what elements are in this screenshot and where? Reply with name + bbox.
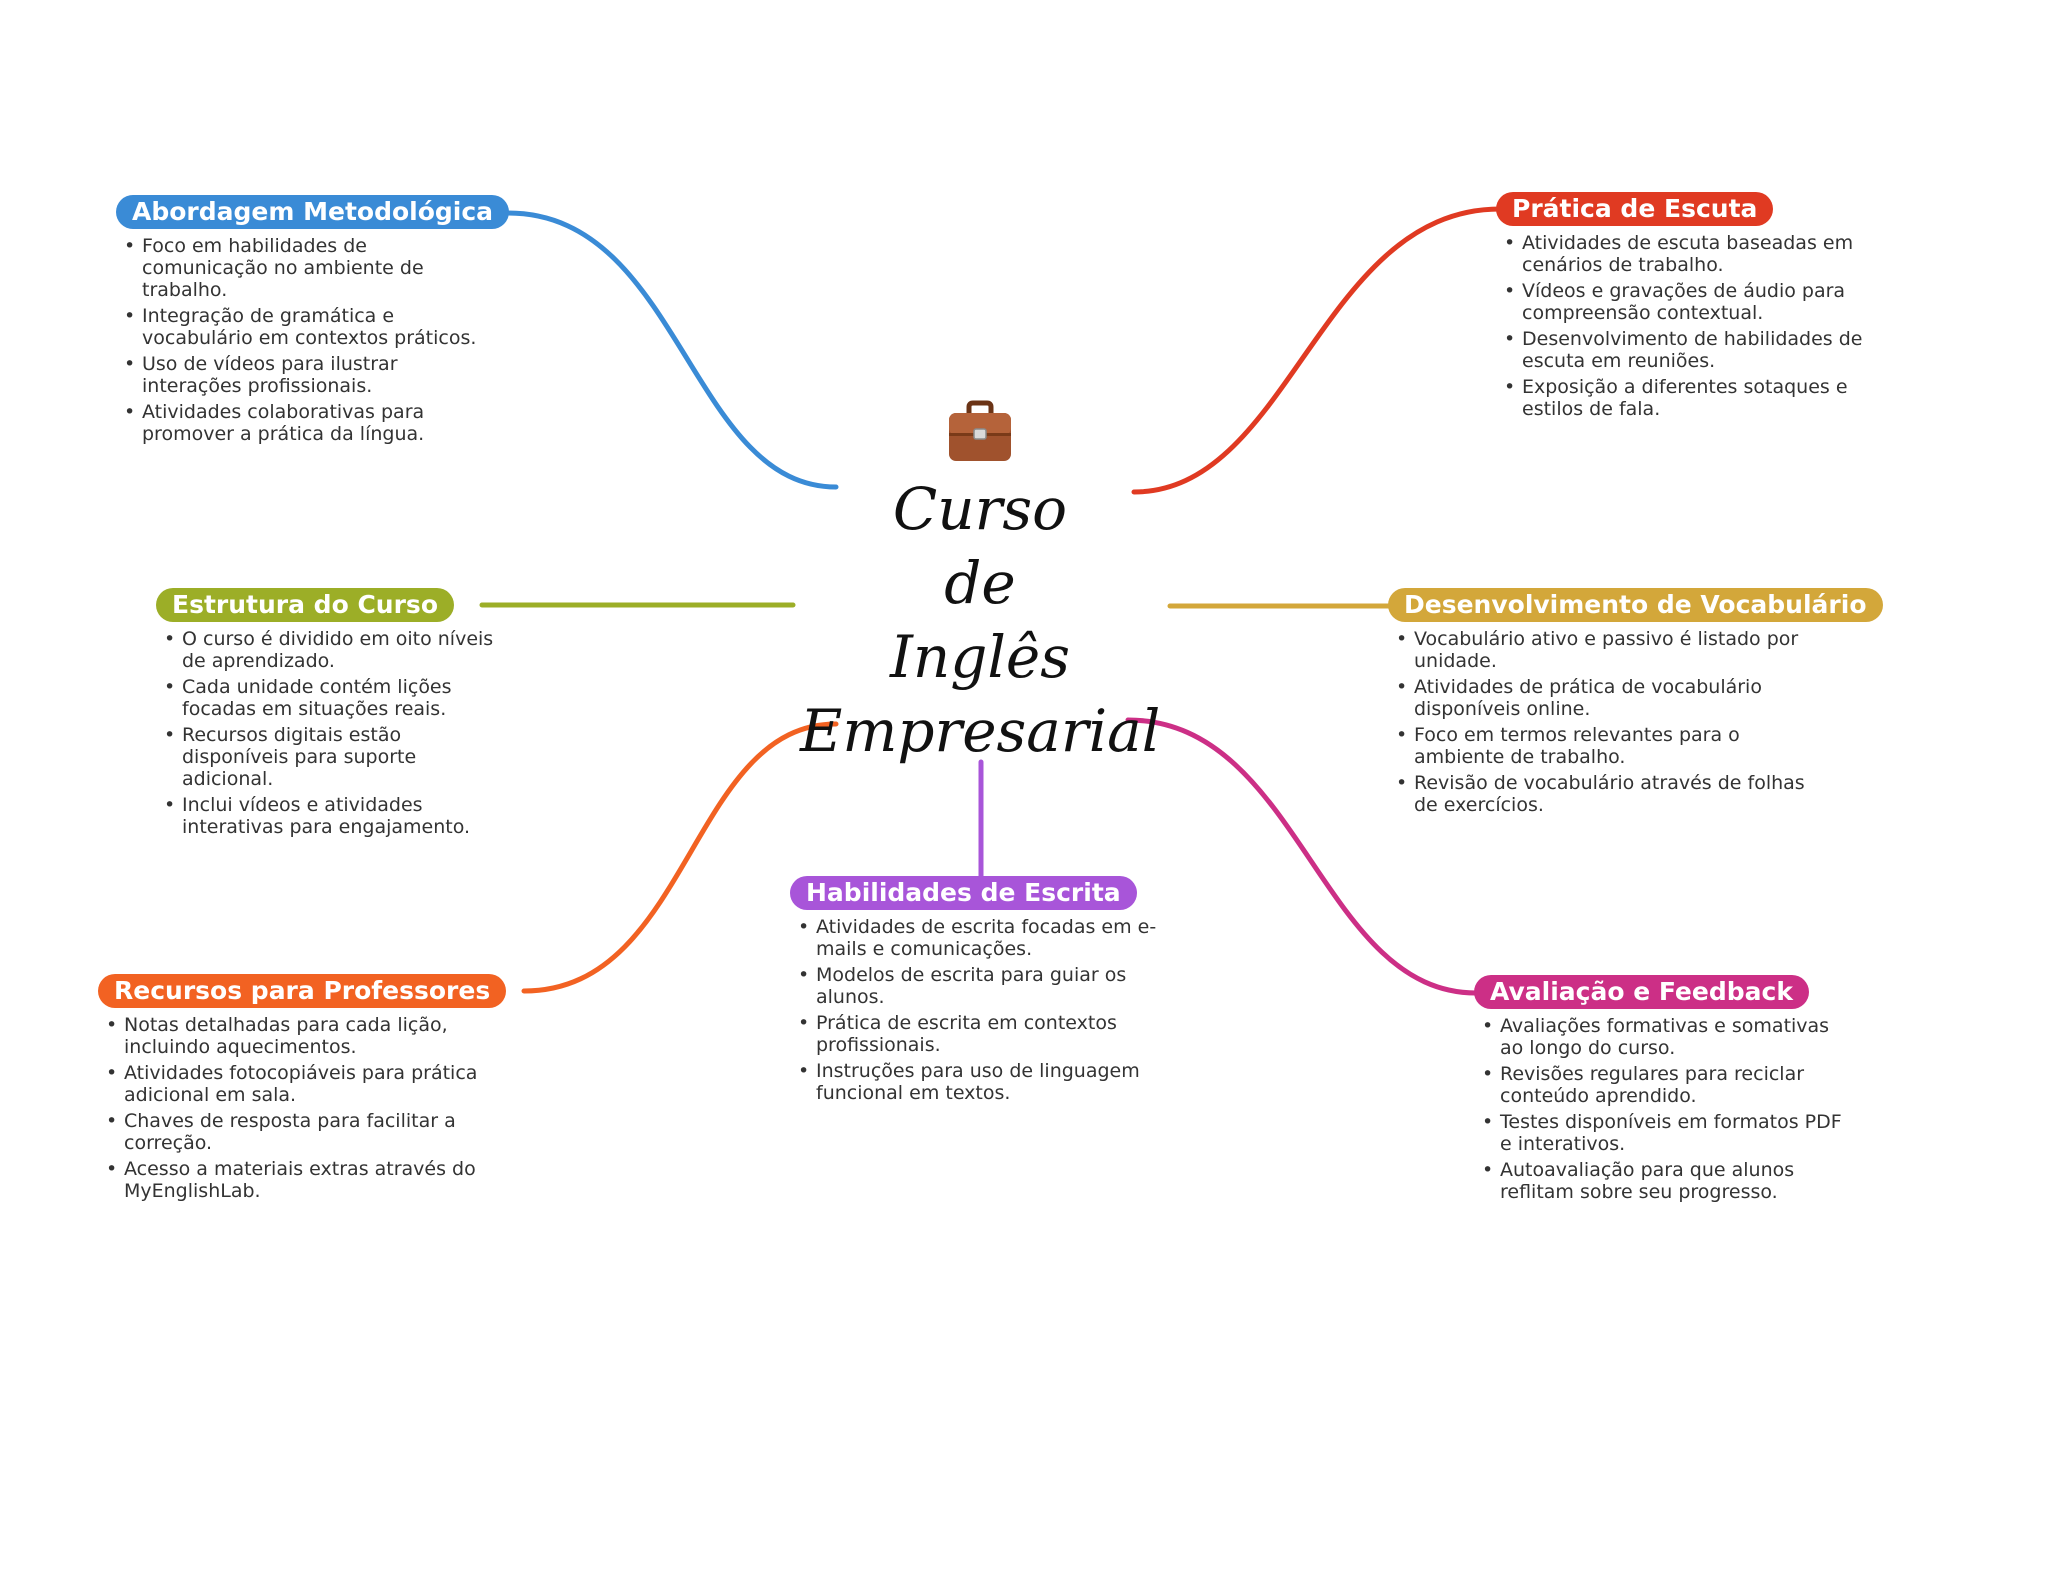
list-item: •Modelos de escrita para guiar os alunos… [798, 964, 1127, 1008]
list-item: •Exposição a diferentes sotaques e estil… [1504, 376, 1848, 420]
list-item: •Avaliações formativas e somativas ao lo… [1482, 1015, 1830, 1059]
list-item: •Integração de gramática e vocabulário e… [124, 305, 477, 349]
branch-escrita: Habilidades de Escrita •Atividades de es… [790, 876, 1170, 1108]
branch-escuta: Prática de Escuta •Atividades de escuta … [1496, 192, 1876, 424]
central-topic: Curso de Inglês Empresarial [800, 400, 1160, 768]
list-item: •O curso é dividido em oito níveis de ap… [164, 628, 494, 672]
central-title-line: Empresarial [800, 697, 1161, 765]
briefcase-icon [949, 400, 1011, 461]
list-item: •Testes disponíveis em formatos PDF e in… [1482, 1111, 1842, 1155]
list-item: •Atividades fotocopiáveis para prática a… [106, 1062, 478, 1106]
list-item: •Notas detalhadas para cada lição, inclu… [106, 1014, 448, 1058]
branch-items: •Avaliações formativas e somativas ao lo… [1480, 1015, 1854, 1203]
branch-items: •Atividades de escrita focadas em e-mail… [796, 916, 1170, 1104]
list-item: •Acesso a materiais extras através do My… [106, 1158, 476, 1202]
branch-avaliacao: Avaliação e Feedback •Avaliações formati… [1474, 975, 1854, 1207]
branch-recursos: Recursos para Professores •Notas detalha… [98, 974, 507, 1206]
list-item: •Vídeos e gravações de áudio para compre… [1504, 280, 1846, 324]
list-item: •Foco em termos relevantes para o ambien… [1396, 724, 1740, 768]
branch-items: •O curso é dividido em oito níveis de ap… [162, 628, 496, 838]
list-item: •Instruções para uso de linguagem funcio… [798, 1060, 1140, 1104]
list-item: •Atividades de prática de vocabulário di… [1396, 676, 1762, 720]
branch-vocabulario: Desenvolvimento de Vocabulário •Vocabulá… [1388, 588, 1883, 820]
branch-items: •Notas detalhadas para cada lição, inclu… [104, 1014, 488, 1202]
branch-label: Avaliação e Feedback [1474, 975, 1809, 1009]
connector-metodologia [505, 210, 839, 490]
branch-metodologia: Abordagem Metodológica •Foco em habilida… [116, 195, 510, 449]
list-item: •Recursos digitais estão disponíveis par… [164, 724, 417, 790]
branch-items: •Atividades de escuta baseadas em cenári… [1502, 232, 1876, 420]
list-item: •Uso de vídeos para ilustrar interações … [124, 353, 398, 397]
list-item: •Atividades colaborativas para promover … [124, 401, 425, 445]
list-item: •Revisão de vocabulário através de folha… [1396, 772, 1805, 816]
list-item: •Atividades de escrita focadas em e-mail… [798, 916, 1157, 960]
branch-label: Recursos para Professores [98, 974, 507, 1008]
branch-label: Desenvolvimento de Vocabulário [1388, 588, 1883, 622]
branch-estrutura: Estrutura do Curso •O curso é dividido e… [156, 588, 496, 842]
branch-label: Prática de Escuta [1496, 192, 1774, 226]
branch-label: Abordagem Metodológica [116, 195, 510, 229]
branch-label: Habilidades de Escrita [790, 876, 1137, 910]
list-item: •Revisões regulares para reciclar conteú… [1482, 1063, 1805, 1107]
branch-label: Estrutura do Curso [156, 588, 454, 622]
list-item: •Autoavaliação para que alunos reflitam … [1482, 1159, 1795, 1203]
central-title-line: Inglês [889, 623, 1071, 691]
list-item: •Foco em habilidades de comunicação no a… [124, 235, 424, 301]
central-title-line: Curso [892, 475, 1068, 543]
central-title-line: de [944, 549, 1016, 617]
list-item: •Prática de escrita em contextos profiss… [798, 1012, 1117, 1056]
list-item: •Chaves de resposta para facilitar a cor… [106, 1110, 456, 1154]
list-item: •Cada unidade contém lições focadas em s… [164, 676, 452, 720]
central-title: Curso de Inglês Empresarial [800, 472, 1160, 768]
list-item: •Atividades de escuta baseadas em cenári… [1504, 232, 1854, 276]
connector-avaliacao [1125, 717, 1479, 996]
branch-items: •Foco em habilidades de comunicação no a… [122, 235, 486, 445]
list-item: •Desenvolvimento de habilidades de escut… [1504, 328, 1863, 372]
connector-escuta [1131, 206, 1503, 495]
connector-recursos [521, 721, 839, 994]
list-item: •Inclui vídeos e atividades interativas … [164, 794, 471, 838]
branch-items: •Vocabulário ativo e passivo é listado p… [1394, 628, 1808, 816]
list-item: •Vocabulário ativo e passivo é listado p… [1396, 628, 1799, 672]
